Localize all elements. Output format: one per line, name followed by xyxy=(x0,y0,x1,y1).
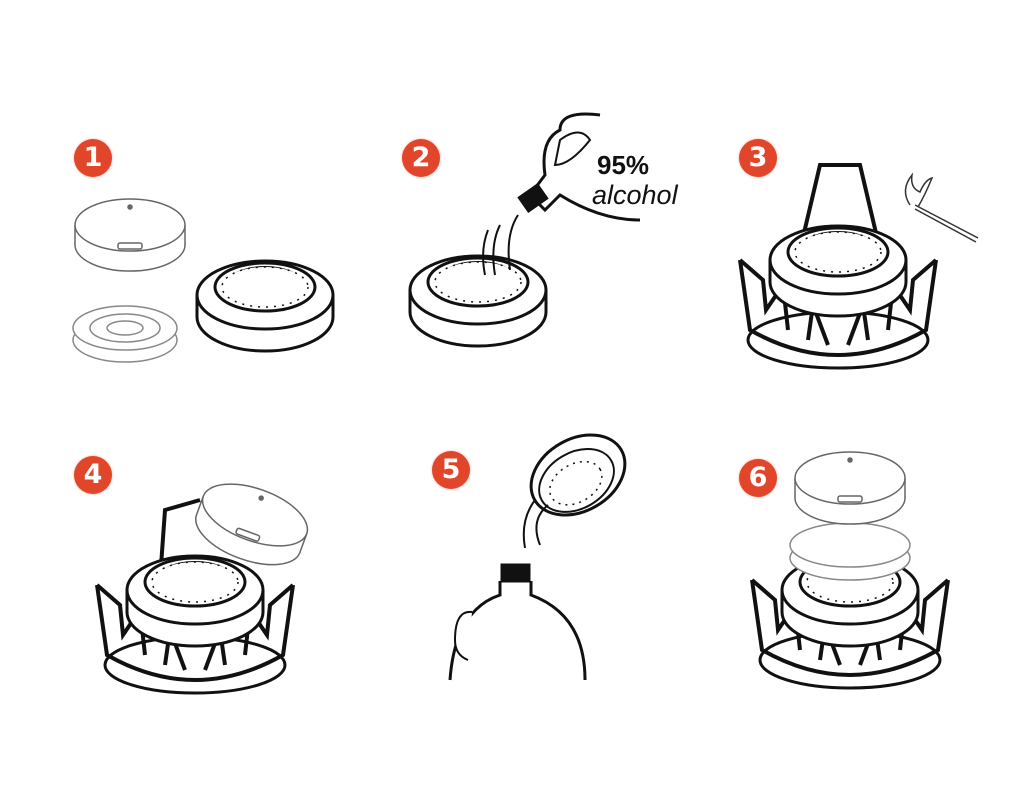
burner xyxy=(408,254,548,348)
step-badge-6: 6 xyxy=(739,459,777,497)
match-icon xyxy=(904,172,979,243)
alcohol-label: alcohol xyxy=(592,180,678,210)
screen-disk xyxy=(72,305,178,363)
step-badge-3: 3 xyxy=(739,139,777,177)
burner xyxy=(768,224,908,318)
step-2-illustration xyxy=(408,112,641,348)
alcohol-bottle xyxy=(448,563,587,681)
step-5-illustration xyxy=(448,433,627,681)
screen-disk xyxy=(789,522,911,581)
burner-tilted xyxy=(529,433,627,517)
step-4-illustration xyxy=(95,471,317,695)
step-6-illustration xyxy=(750,451,950,690)
alcohol-bottle xyxy=(482,112,641,276)
burner xyxy=(195,259,335,353)
step-badge-5: 5 xyxy=(432,451,470,489)
step-badge-4: 4 xyxy=(74,456,112,494)
lid xyxy=(794,451,906,525)
step-badge-1: 1 xyxy=(74,139,112,177)
alcohol-percent-label: 95% xyxy=(597,150,650,180)
burner xyxy=(125,554,265,648)
step-3-illustration xyxy=(738,163,979,370)
step-1-illustration xyxy=(72,198,335,363)
lid xyxy=(74,198,186,272)
pot-support xyxy=(798,163,882,251)
step-badge-2: 2 xyxy=(402,139,440,177)
